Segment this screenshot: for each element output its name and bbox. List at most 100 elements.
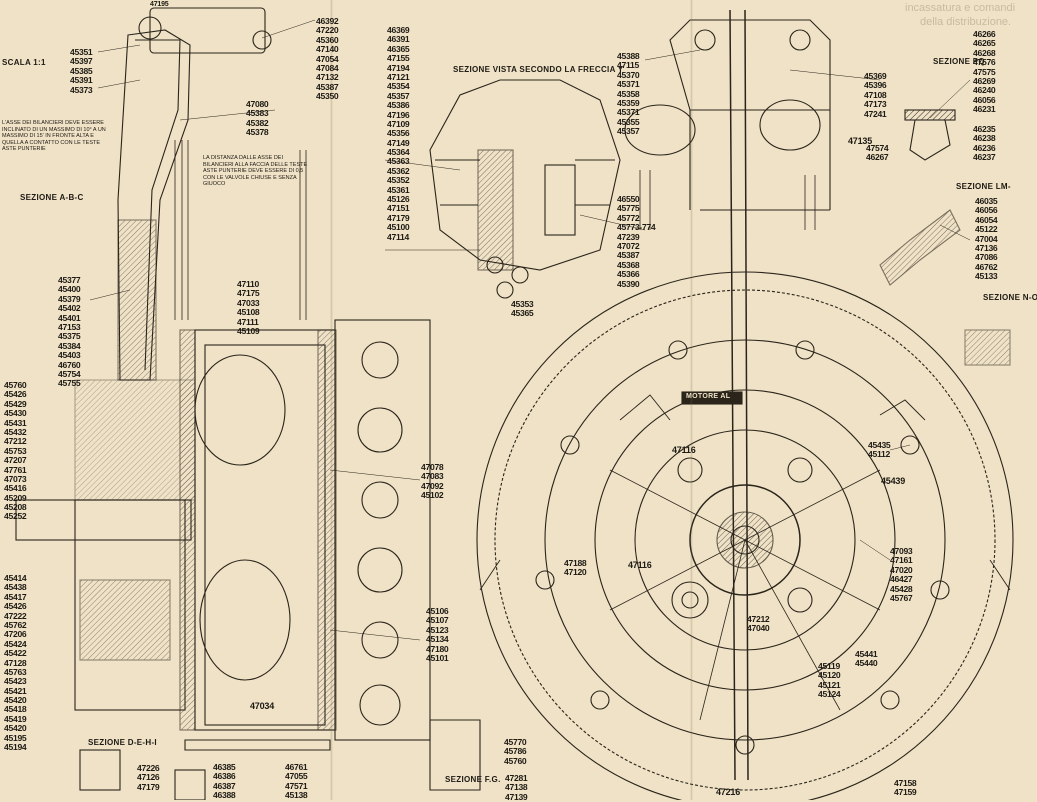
small-sections xyxy=(879,109,1011,366)
part-number: 45377 xyxy=(58,275,81,285)
part-number: 45357 xyxy=(387,90,410,101)
part-number: 45361 xyxy=(387,184,410,195)
part-number: 45356 xyxy=(387,128,410,139)
part-number: 47111 xyxy=(237,316,259,327)
part-number: 46237 xyxy=(973,152,996,163)
part-number: 47083 xyxy=(421,471,444,482)
part-number: 47120 xyxy=(564,567,587,578)
part-number: 45423 xyxy=(4,676,27,687)
part-number: 47128 xyxy=(4,657,27,668)
part-number: 45770 xyxy=(504,737,527,747)
part-number: 45101 xyxy=(426,652,449,663)
part-number: 45351 xyxy=(70,47,93,57)
part-number: 47281 xyxy=(505,773,528,783)
part-number: 47574 xyxy=(866,143,889,153)
part-number: 45360 xyxy=(316,34,339,45)
part-number: 46388 xyxy=(213,790,236,801)
part-number: 45775 xyxy=(617,203,640,214)
rocker-axis-note: L'ASSE DEI BILANCIERI DEVE ESSERE INCLIN… xyxy=(2,120,106,152)
part-number: 47220 xyxy=(316,25,339,36)
label-pin-left: 45439 xyxy=(881,476,906,486)
part-number: 47086 xyxy=(975,252,998,263)
part-number: 45403 xyxy=(58,350,81,361)
section-fg-title: SEZIONE F.G. xyxy=(445,775,501,784)
scale-title: SCALA 1:1 xyxy=(2,58,46,67)
part-number: 47153 xyxy=(58,321,81,332)
section-pq-title: SEZIONE PQ xyxy=(933,57,985,66)
part-number: 47571 xyxy=(285,780,308,791)
part-number: 47139 xyxy=(505,791,528,802)
part-number: 45195 xyxy=(4,732,27,743)
part-number: 47121 xyxy=(387,71,410,82)
part-number: 45421 xyxy=(4,685,27,696)
part-number: 47109 xyxy=(387,118,410,129)
part-number: 45108 xyxy=(237,307,260,318)
part-number: 45119 xyxy=(818,661,840,671)
part-number: 45107 xyxy=(426,615,449,626)
part-number: 45396 xyxy=(864,80,887,91)
part-number: 45353 xyxy=(511,299,534,309)
part-number: 45133 xyxy=(975,271,998,282)
part-number: 46386 xyxy=(213,771,236,782)
part-number: 45382 xyxy=(246,117,269,128)
part-number: 45760 xyxy=(504,755,527,766)
part-number: 47179 xyxy=(137,781,160,792)
part-number: 46235 xyxy=(973,124,996,134)
part-number: 45106 xyxy=(426,606,449,616)
section-y-title: SEZIONE VISTA SECONDO LA FRECCIA Y xyxy=(453,65,624,74)
part-number: 46760 xyxy=(58,359,81,370)
part-number: 47161 xyxy=(890,555,913,566)
part-number: 46265 xyxy=(973,38,996,49)
part-number: 45124 xyxy=(818,689,841,700)
part-number: 45364 xyxy=(387,147,410,158)
part-number: 45383 xyxy=(246,108,269,119)
part-number: 45401 xyxy=(58,312,81,323)
part-number: 45400 xyxy=(58,284,81,295)
part-number: 45384 xyxy=(58,340,81,351)
part-number: 45350 xyxy=(316,91,339,102)
part-number: 46761 xyxy=(285,762,308,772)
part-number: 47188 xyxy=(564,558,587,568)
part-number: 45134 xyxy=(426,634,449,645)
part-number: 45138 xyxy=(285,790,308,801)
part-number: 46231 xyxy=(973,104,996,115)
part-number: 47078 xyxy=(421,462,444,472)
part-number: 47173 xyxy=(864,99,887,110)
part-number: 47179 xyxy=(387,212,410,223)
part-number: 47126 xyxy=(137,772,160,783)
part-number: 45388 xyxy=(617,51,640,61)
part-number: 45762 xyxy=(4,619,27,630)
part-number: 45753 xyxy=(4,445,27,456)
part-number: 46267 xyxy=(866,152,889,163)
part-number: 45121 xyxy=(818,679,841,690)
part-number: 45417 xyxy=(4,591,27,602)
part-number: 46365 xyxy=(387,43,410,54)
part-number: 45368 xyxy=(617,259,640,270)
part-number: 45112 xyxy=(868,449,890,460)
part-number: 45120 xyxy=(818,670,841,681)
watermark-line1: incassatura e comandi xyxy=(905,2,1016,14)
section-no-title: SEZIONE N-O xyxy=(983,293,1037,302)
part-number: 45355 xyxy=(617,116,640,127)
part-number: 47196 xyxy=(387,109,410,120)
part-number: 47073 xyxy=(4,473,27,484)
part-number: 46266 xyxy=(973,29,996,39)
part-number: 47159 xyxy=(894,787,917,798)
section-deh-title: SEZIONE D-E-H-I xyxy=(88,738,157,747)
part-number: 47080 xyxy=(246,99,269,109)
part-number: 46240 xyxy=(973,85,996,96)
part-number: 47761 xyxy=(4,464,27,475)
